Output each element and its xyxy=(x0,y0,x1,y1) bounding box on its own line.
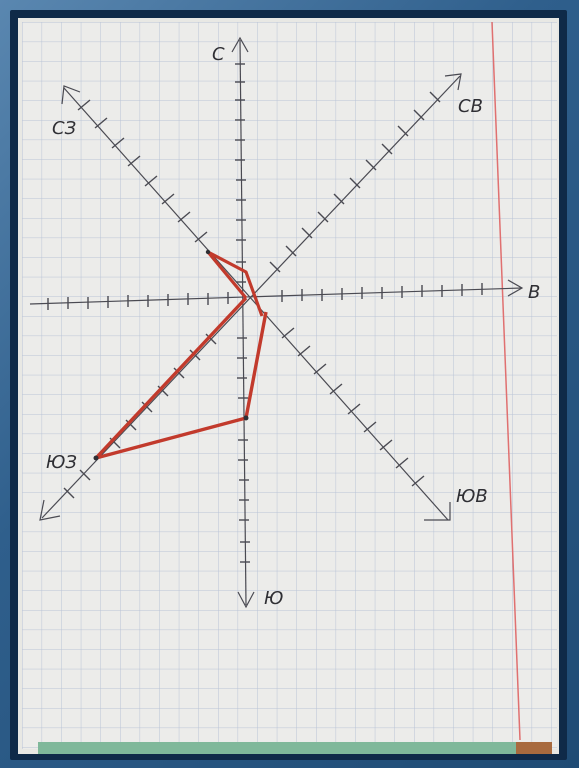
label-south-east: ЮВ xyxy=(456,486,488,507)
vertex-south xyxy=(243,415,249,421)
southwest-northeast-axis xyxy=(41,75,461,519)
route-main-triangle xyxy=(94,296,268,460)
east-arrow-icon xyxy=(507,279,524,297)
route-figure xyxy=(93,249,268,461)
route-upper-loop xyxy=(206,250,264,317)
northeast-arrow-icon xyxy=(444,73,462,91)
margin-line xyxy=(491,21,521,741)
label-south-west: ЮЗ xyxy=(46,452,77,473)
southeast-arrow-icon xyxy=(424,502,451,521)
label-north-east: CB xyxy=(458,96,483,117)
label-east: B xyxy=(528,282,540,303)
vertex-northwest xyxy=(205,249,211,255)
axis-ticks xyxy=(47,63,483,563)
vertex-southwest xyxy=(93,455,99,461)
label-south: Ю xyxy=(264,588,283,609)
bottom-strip-edge xyxy=(516,742,552,754)
north-south-axis xyxy=(239,39,247,606)
west-east-axis xyxy=(29,287,523,305)
label-north-west: СЗ xyxy=(52,118,77,139)
label-north: C xyxy=(212,44,225,65)
compass-axes xyxy=(29,36,524,609)
grid-lines xyxy=(22,22,557,749)
northwest-arrow-icon xyxy=(61,85,81,105)
south-arrow-icon xyxy=(237,591,255,609)
southwest-arrow-icon xyxy=(39,499,61,521)
north-arrow-icon xyxy=(231,36,249,53)
bottom-strip xyxy=(38,742,516,754)
